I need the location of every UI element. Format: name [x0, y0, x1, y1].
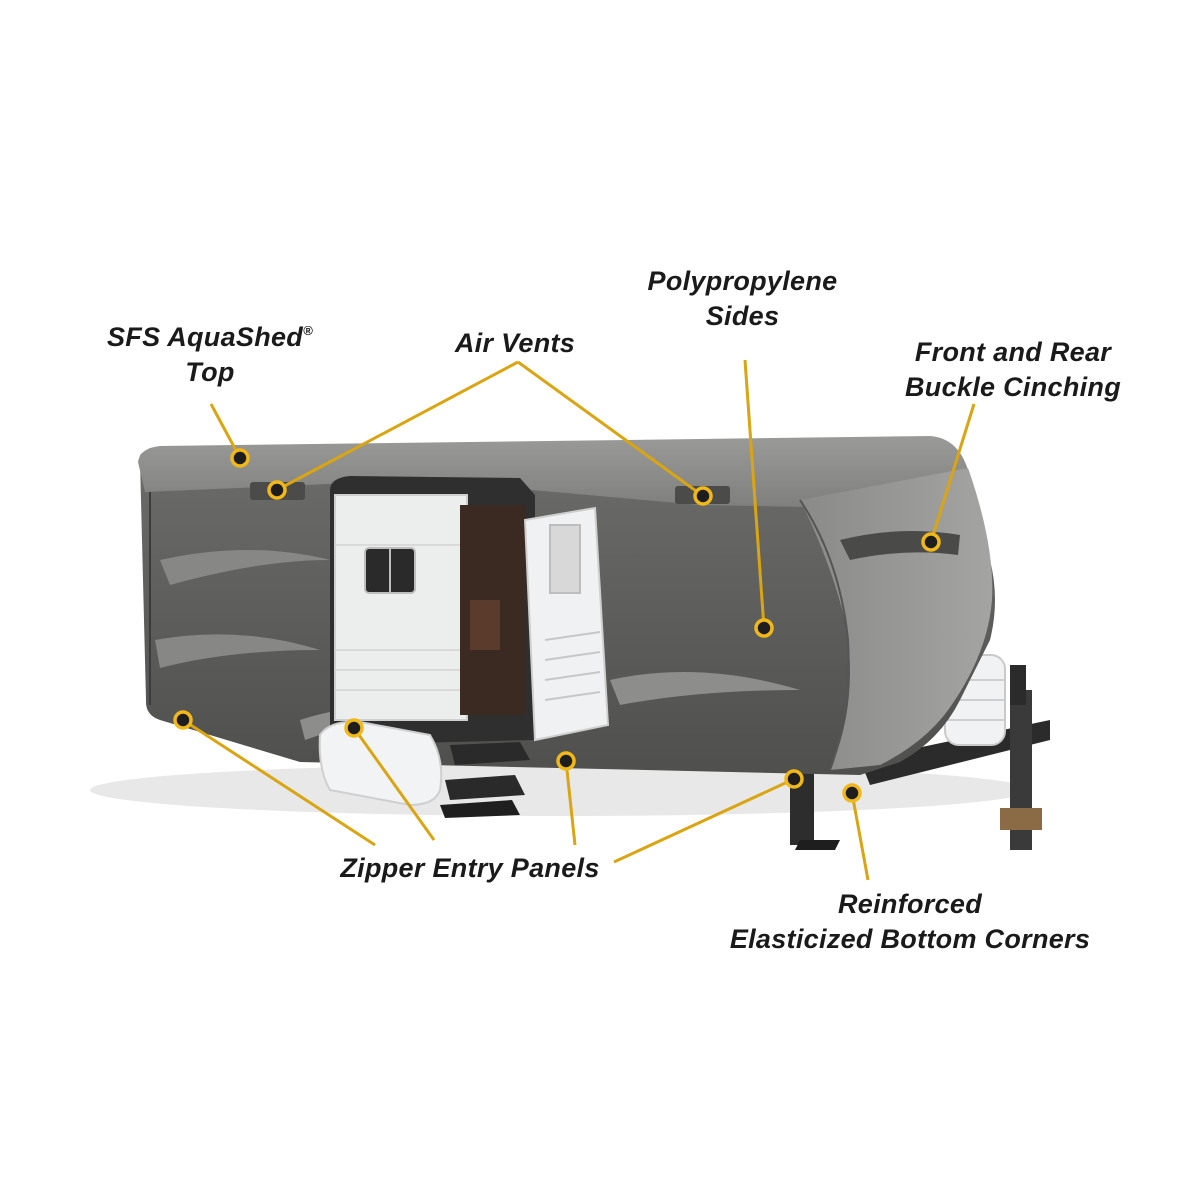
- callout-dot-air-vent-left: [267, 480, 287, 500]
- registered-mark: ®: [303, 323, 313, 338]
- entry-steps: [440, 742, 530, 818]
- callout-dot-aquashed: [230, 448, 250, 468]
- callout-line-polypropylene: [743, 359, 766, 629]
- label-polypropylene-line1: Polypropylene: [647, 266, 838, 296]
- callout-dot-zipper-rear: [173, 710, 193, 730]
- callout-dot-zipper-door: [556, 751, 576, 771]
- cover-top: [138, 436, 980, 510]
- callout-dot-air-vent-right: [693, 486, 713, 506]
- label-buckle-cinching: Front and Rear Buckle Cinching: [878, 335, 1148, 405]
- label-air-vents: Air Vents: [420, 326, 610, 361]
- callout-line-aquashed: [209, 403, 242, 459]
- callout-dot-corners: [842, 783, 862, 803]
- callout-dot-polypropylene: [754, 618, 774, 638]
- zipper-entry-door: [330, 476, 610, 745]
- label-aquashed-line1: SFS AquaShed: [106, 322, 304, 352]
- cover-swoosh: [155, 634, 320, 668]
- callout-line-corners: [850, 792, 870, 881]
- label-corners-line2: Elasticized Bottom Corners: [729, 924, 1091, 954]
- callout-line-zipper-4: [613, 777, 795, 864]
- callout-line-zipper-2: [352, 727, 436, 841]
- cover-swoosh: [160, 550, 330, 585]
- callout-line-buckle: [929, 403, 976, 543]
- label-aquashed-line2: Top: [185, 357, 235, 387]
- label-buckle-line1: Front and Rear: [914, 337, 1112, 367]
- cover-swoosh: [610, 672, 800, 705]
- callout-dot-buckle: [921, 532, 941, 552]
- callout-dot-zipper-wheel: [344, 718, 364, 738]
- callout-line-air-vent-left: [276, 360, 519, 492]
- callout-dot-zipper-front: [784, 769, 804, 789]
- label-air-vents-text: Air Vents: [454, 328, 576, 358]
- label-buckle-line2: Buckle Cinching: [904, 372, 1122, 402]
- callout-line-zipper-3: [564, 760, 577, 846]
- label-polypropylene-line2: Sides: [705, 301, 780, 331]
- label-polypropylene-sides: Polypropylene Sides: [620, 264, 865, 334]
- callout-line-zipper-1: [182, 718, 376, 847]
- label-zipper-text: Zipper Entry Panels: [340, 853, 600, 883]
- label-zipper-entry-panels: Zipper Entry Panels: [315, 851, 625, 886]
- label-aquashed-top: SFS AquaShed® Top: [80, 313, 340, 390]
- callout-line-air-vent-right: [517, 360, 704, 498]
- label-reinforced-corners: Reinforced Elasticized Bottom Corners: [700, 887, 1120, 957]
- label-corners-line1: Reinforced: [837, 889, 983, 919]
